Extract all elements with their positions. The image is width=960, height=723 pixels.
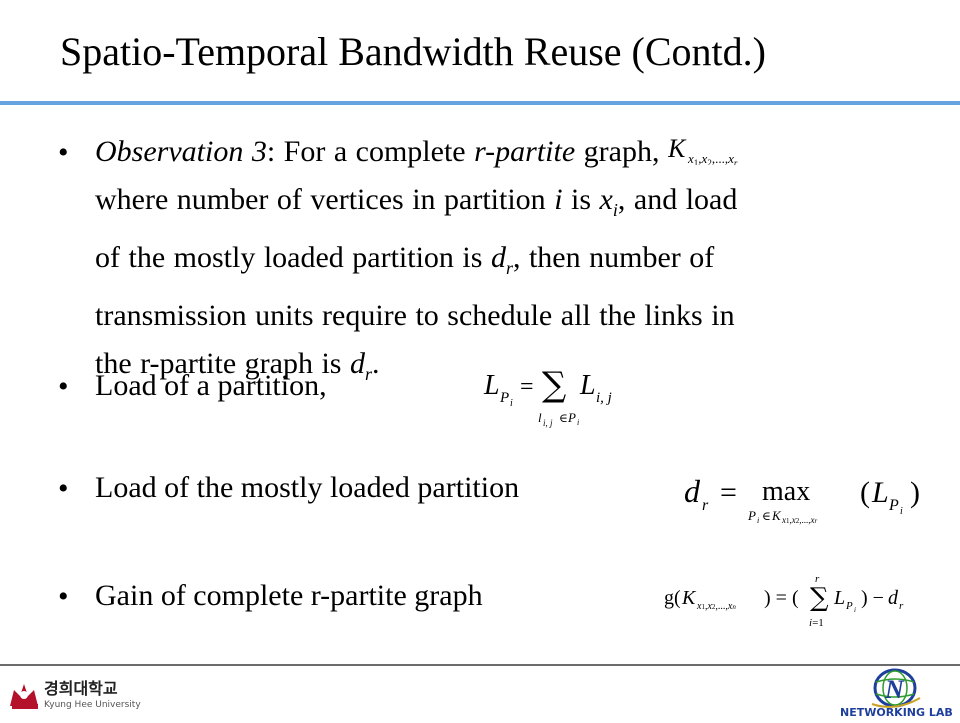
svg-text:P: P [567, 410, 576, 425]
observation-line-1: Observation 3: For a complete r-partite … [95, 128, 895, 176]
svg-text:∈: ∈ [559, 411, 568, 425]
bullet-dot: • [58, 580, 69, 613]
svg-text:P: P [845, 600, 853, 612]
university-seal-icon [10, 684, 38, 709]
var-i: i [554, 183, 563, 216]
svg-text:i: i [510, 398, 513, 409]
svg-text:x1,x2,...,xr: x1,x2,...,xr [781, 515, 818, 525]
svg-text:r: r [899, 600, 904, 612]
networking-lab-label: NETWORKING LAB [840, 706, 953, 718]
svg-text:P: P [747, 508, 756, 523]
svg-text:): ) [910, 476, 920, 509]
r-partite-term: r-partite [474, 135, 576, 168]
svg-text:K: K [668, 135, 687, 163]
svg-text:=: = [520, 374, 534, 400]
svg-text:d: d [684, 473, 701, 509]
svg-text:) −: ) − [861, 587, 884, 609]
gain-formula: g( K x1,x2,...,xn ) = ( ∑ r i=1 L P i ) … [664, 566, 914, 630]
svg-text:L: L [579, 370, 596, 401]
observation-label: Observation 3 [95, 135, 267, 168]
svg-text:∑: ∑ [810, 583, 829, 613]
observation-text: is [562, 183, 600, 216]
bullet-dot: • [58, 136, 69, 169]
gain-label: Gain of complete r-partite graph [95, 579, 483, 612]
svg-text:i: i [757, 516, 759, 525]
observation-text: graph, [575, 135, 660, 168]
svg-text:i: i [854, 606, 856, 614]
svg-text:K: K [771, 508, 782, 523]
observation-text: , and load [617, 183, 738, 216]
svg-text:i: i [577, 418, 579, 427]
observation-line-5: the r-partite graph is dr. [95, 340, 895, 398]
observation-text: the r-partite graph is [95, 347, 350, 380]
svg-text:N: N [884, 675, 905, 704]
subscript-r: r [505, 258, 513, 278]
bullet-dot: • [58, 370, 69, 403]
observation-line-3: of the mostly loaded partition is dr, th… [95, 234, 895, 292]
observation-text: , then number of [512, 241, 715, 274]
svg-text:) = (: ) = ( [764, 587, 799, 609]
observation-text: of the mostly loaded partition is [95, 241, 491, 274]
mostly-loaded-label: Load of the mostly loaded partition [95, 471, 520, 504]
svg-text:∑: ∑ [542, 365, 566, 405]
load-formula: L P i = ∑ l i, j ∈ P i L i, j [483, 360, 644, 430]
kyung-hee-logo: 경희대학교 Kyung Hee University [6, 676, 156, 717]
slide-title: Spatio-Temporal Bandwidth Reuse (Contd.) [60, 29, 766, 74]
title-rule [0, 101, 960, 105]
english-university-name: Kyung Hee University [44, 700, 141, 710]
networking-lab-logo: N NETWORKING LAB [836, 668, 954, 723]
observation-text: where number of vertices in partition [95, 183, 555, 216]
observation-line-2: where number of vertices in partition i … [95, 176, 895, 234]
svg-text:r: r [702, 497, 709, 514]
svg-text:g(: g( [664, 587, 681, 609]
svg-text:max: max [762, 476, 810, 507]
svg-text:x1,x2,...,xr: x1,x2,...,xr [687, 151, 738, 165]
footer-rule [0, 664, 960, 666]
svg-text:i=1: i=1 [809, 617, 824, 629]
svg-text:P: P [888, 497, 899, 514]
svg-text:L: L [871, 476, 889, 509]
svg-text:=: = [720, 476, 737, 509]
observation-paragraph: Observation 3: For a complete r-partite … [95, 128, 895, 398]
globe-n-icon: N [871, 668, 921, 708]
svg-text:(: ( [860, 476, 870, 509]
svg-text:i, j: i, j [596, 390, 612, 406]
svg-text:i: i [900, 506, 903, 517]
svg-text:i, j: i, j [543, 418, 553, 428]
load-partition-label: Load of a partition, [95, 369, 327, 402]
max-formula: d r = max P i ∈ K x1,x2,...,xr ( L P i ) [684, 470, 934, 532]
svg-text:K: K [681, 587, 697, 609]
observation-line-4: transmission units require to schedule a… [95, 299, 735, 332]
subscript-r: r [364, 364, 372, 384]
svg-text:x1,x2,...,xn: x1,x2,...,xn [696, 601, 736, 612]
svg-text:r: r [815, 573, 820, 585]
svg-text:l: l [538, 410, 542, 425]
svg-text:∈: ∈ [762, 509, 771, 523]
observation-text: . [372, 347, 380, 380]
var-d: d [490, 241, 506, 274]
var-d: d [349, 347, 365, 380]
observation-text: : For a complete [266, 135, 475, 168]
bullet-dot: • [58, 472, 69, 505]
svg-text:P: P [499, 390, 509, 406]
svg-text:d: d [888, 587, 899, 609]
svg-text:L: L [833, 587, 845, 609]
subscript-i: i [612, 200, 618, 220]
svg-text:L: L [483, 370, 500, 401]
korean-university-name: 경희대학교 [44, 679, 118, 698]
var-x: x [599, 183, 613, 216]
